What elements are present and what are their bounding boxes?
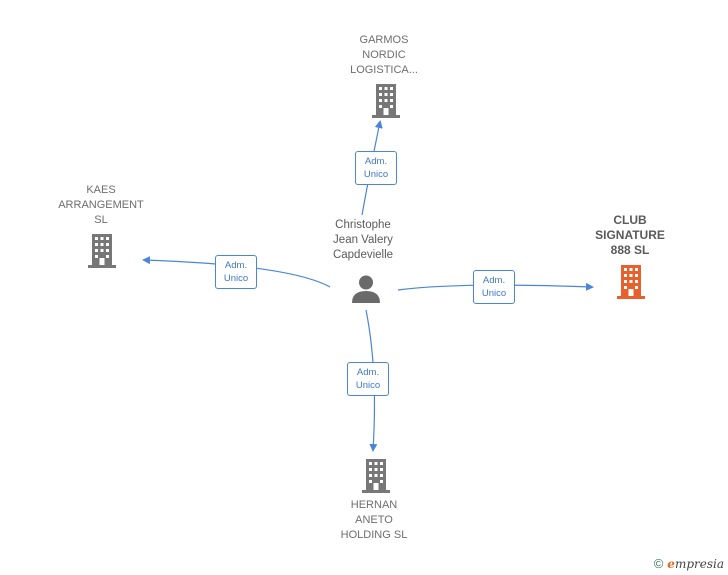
- company-name-line: SL: [94, 214, 108, 226]
- edge-to-kaes: [142, 256, 331, 288]
- building-icon[interactable]: [88, 234, 116, 268]
- company-name-line: HOLDING SL: [340, 529, 408, 541]
- person-label[interactable]: Christophe Jean Valery Capdevielle: [333, 218, 393, 263]
- brand-initial: e: [667, 556, 675, 571]
- company-name-line: ANETO: [355, 514, 393, 526]
- role-text: Adm.: [482, 275, 506, 286]
- role-text: Adm.: [364, 156, 388, 167]
- role-text: Adm.: [356, 367, 380, 378]
- company-label-garmos[interactable]: GARMOS NORDIC LOGISTICA...: [350, 33, 418, 78]
- building-icon[interactable]: [362, 459, 390, 493]
- company-label-hernan[interactable]: HERNAN ANETO HOLDING SL: [341, 498, 408, 543]
- role-text: Unico: [223, 273, 249, 284]
- company-name-line: ARRANGEMENT: [58, 199, 144, 211]
- role-text: Unico: [363, 169, 389, 180]
- footer-brand: © empresia: [654, 556, 724, 571]
- copyright-symbol: ©: [653, 556, 664, 571]
- person-icon[interactable]: [351, 274, 381, 304]
- role-text: Unico: [355, 380, 381, 391]
- edge-role-badge-hernan[interactable]: Adm. Unico: [347, 362, 389, 396]
- company-label-club[interactable]: CLUB SIGNATURE 888 SL: [595, 213, 665, 258]
- company-name-line: CLUB: [613, 213, 647, 227]
- company-name-line: HERNAN: [350, 499, 398, 511]
- role-text: Adm.: [224, 260, 248, 271]
- edge-role-badge-club[interactable]: Adm. Unico: [473, 270, 515, 304]
- company-name-line: GARMOS: [359, 34, 409, 46]
- role-text: Unico: [481, 288, 507, 299]
- brand-logo: empresia: [667, 557, 724, 571]
- person-name-line: Christophe: [335, 219, 391, 231]
- building-icon[interactable]: [372, 84, 400, 118]
- edge-role-badge-garmos[interactable]: Adm. Unico: [355, 151, 397, 185]
- company-name-line: SIGNATURE: [595, 228, 665, 242]
- company-name-line: KAES: [86, 184, 116, 196]
- building-icon[interactable]: [617, 265, 645, 299]
- company-name-line: LOGISTICA...: [350, 64, 418, 76]
- person-name-line: Jean Valery: [333, 234, 393, 246]
- person-name-line: Capdevielle: [332, 249, 394, 261]
- company-name-line: 888 SL: [610, 243, 650, 257]
- edge-role-badge-kaes[interactable]: Adm. Unico: [215, 255, 257, 289]
- brand-name: mpresia: [674, 556, 724, 571]
- company-name-line: NORDIC: [362, 49, 406, 61]
- company-label-kaes[interactable]: KAES ARRANGEMENT SL: [58, 183, 144, 228]
